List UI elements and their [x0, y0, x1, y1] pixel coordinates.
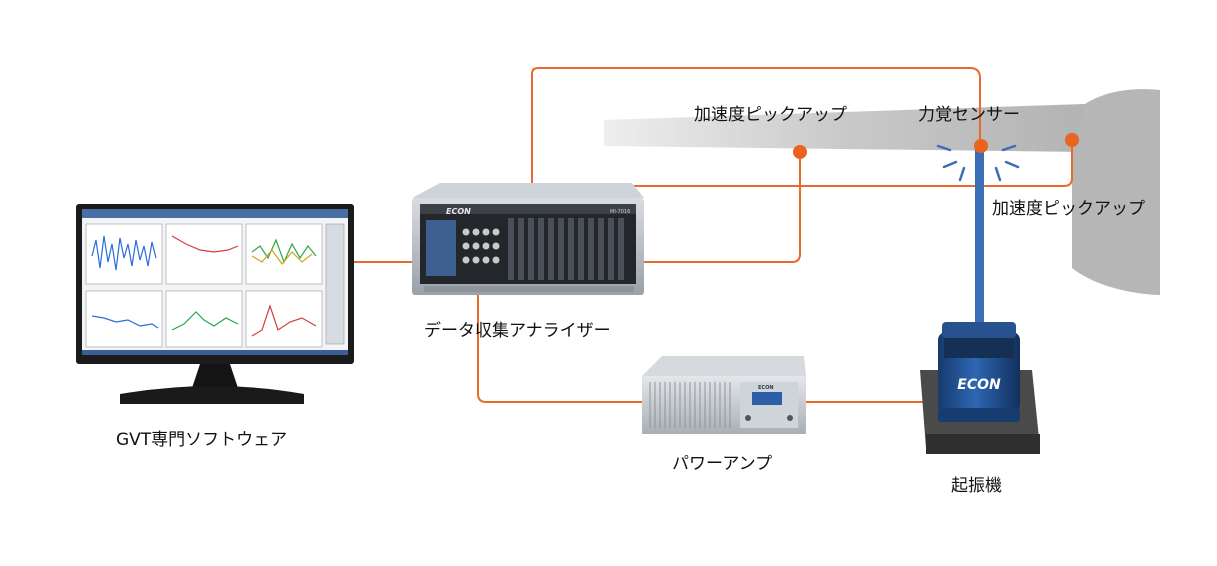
- cable-analyzer-to-accel-left: [642, 152, 801, 263]
- label-power-amp: パワーアンプ: [672, 454, 773, 474]
- force-sensor-dot: [974, 139, 988, 153]
- label-accel-pickup-1: 加速度ピックアップ: [694, 105, 847, 125]
- amp-vent-grille: [649, 382, 731, 428]
- analyzer-logo: ECON: [446, 207, 471, 216]
- cable-analyzer-to-force-sensor: [531, 67, 981, 185]
- sensors: [793, 133, 1079, 182]
- stinger-rod: [975, 146, 984, 326]
- analyzer-slot-cards: [508, 218, 624, 280]
- shaker-logo: ECON: [957, 377, 1001, 393]
- analyzer-connectors: [462, 228, 500, 264]
- power-amp-unit: [642, 356, 806, 434]
- accel-sensor-left: [793, 145, 807, 159]
- beam: [604, 104, 1085, 152]
- analyzer-unit: [412, 183, 644, 295]
- monitor: [76, 204, 354, 404]
- label-force-sensor: 力覚センサー: [918, 105, 1020, 125]
- amp-logo: ECON: [758, 385, 774, 391]
- cable-analyzer-to-amp: [477, 295, 642, 403]
- software-screen-plots: [85, 223, 345, 348]
- analyzer-model: MI-7016: [610, 209, 630, 215]
- label-analyzer: データ収集アナライザー: [424, 321, 611, 341]
- label-accel-pickup-2: 加速度ピックアップ: [992, 199, 1145, 219]
- shaker-unit: [920, 322, 1040, 454]
- label-software: GVT専門ソフトウェア: [116, 430, 288, 450]
- cables: [352, 67, 1073, 403]
- accel-sensor-right: [1065, 133, 1079, 147]
- wall: [1072, 89, 1160, 295]
- force-sensor-signal-icon: [936, 144, 1020, 182]
- cable-analyzer-to-accel-right: [532, 140, 1073, 187]
- label-shaker: 起振機: [951, 476, 1002, 496]
- test-structure: [604, 89, 1160, 295]
